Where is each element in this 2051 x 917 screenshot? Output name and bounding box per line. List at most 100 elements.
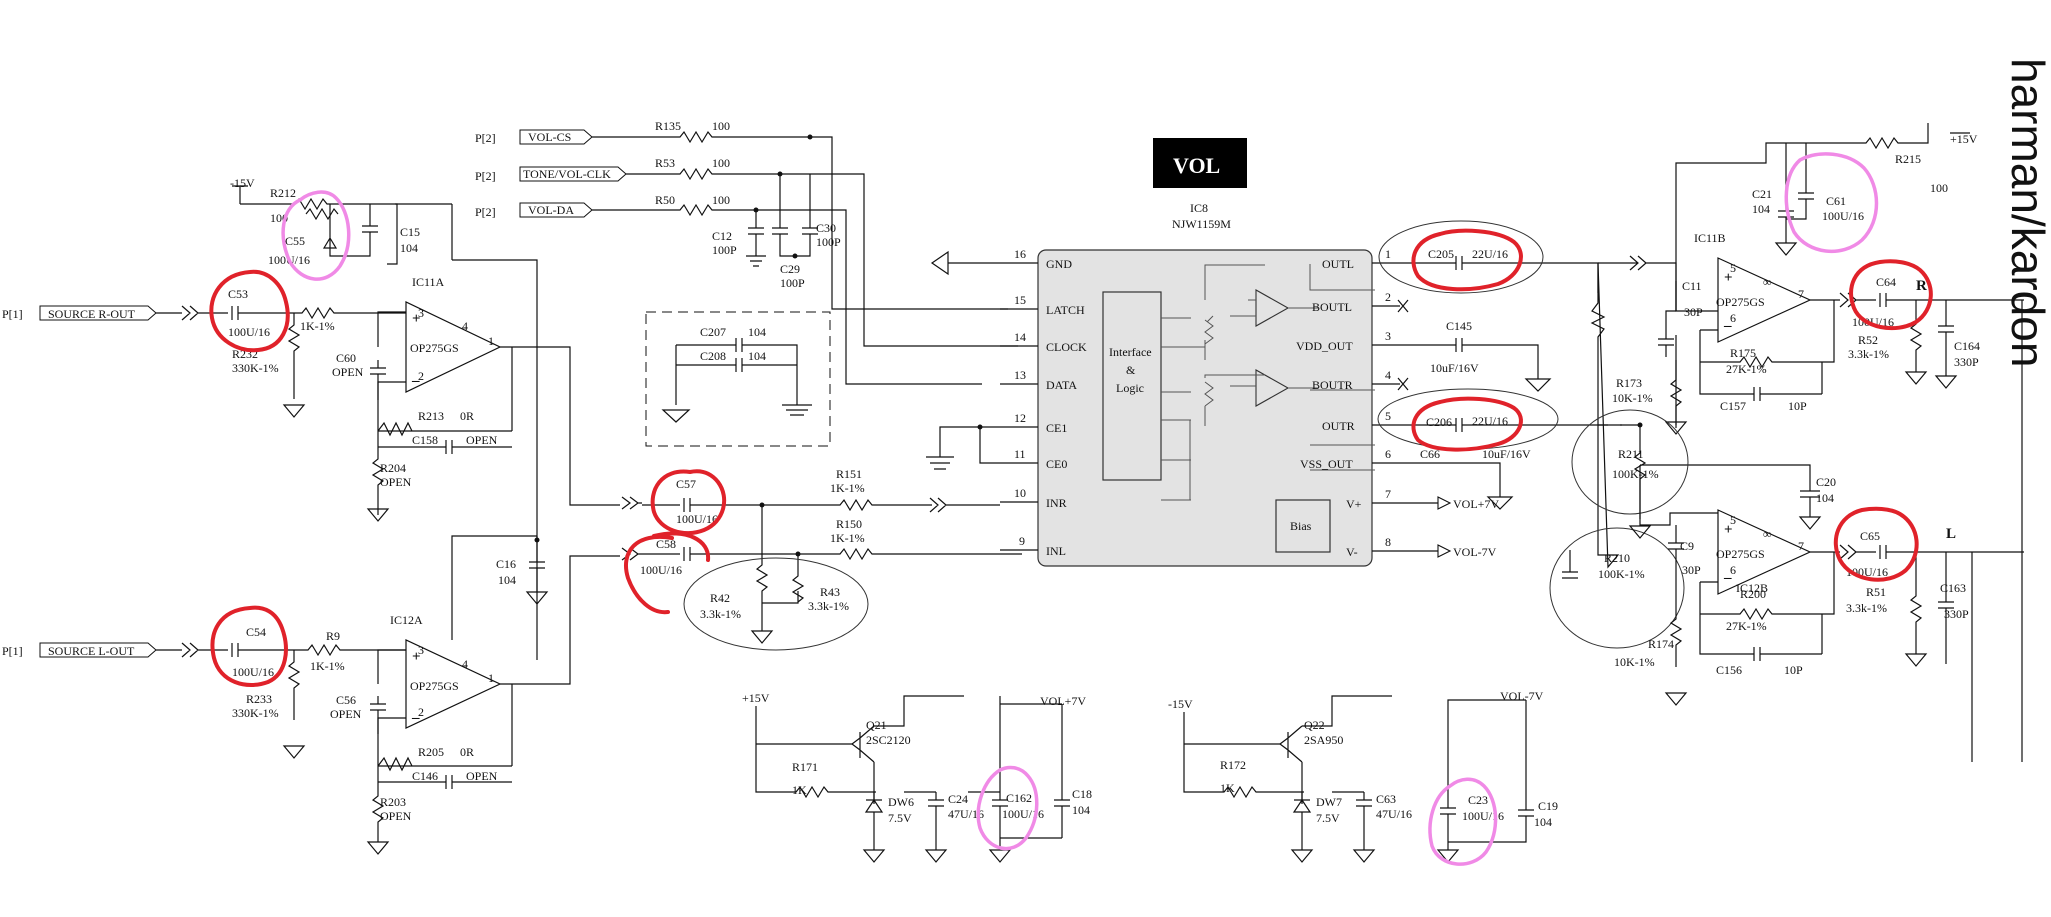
- svg-text:R151: R151: [836, 467, 862, 481]
- opamp-ic12a: [405, 639, 502, 729]
- svg-text:–: –: [411, 710, 420, 726]
- opamp-ic11a: [405, 301, 502, 393]
- svg-text:330P: 330P: [1944, 607, 1969, 621]
- svg-text:OP275GS: OP275GS: [1716, 295, 1765, 309]
- svg-text:C23: C23: [1468, 793, 1488, 807]
- svg-text:VSS_OUT: VSS_OUT: [1300, 457, 1353, 471]
- svg-text:6: 6: [1385, 447, 1391, 461]
- svg-text:C16: C16: [496, 557, 516, 571]
- svg-text:OPEN: OPEN: [380, 809, 412, 823]
- svg-text:8: 8: [1385, 535, 1391, 549]
- svg-text:OPEN: OPEN: [466, 433, 498, 447]
- svg-text:100P: 100P: [712, 243, 737, 257]
- svg-text:C61: C61: [1826, 194, 1846, 208]
- svg-text:OUTL: OUTL: [1322, 257, 1354, 271]
- svg-text:100U/16: 100U/16: [1462, 809, 1504, 823]
- svg-text:1K: 1K: [1220, 781, 1235, 795]
- svg-text:3: 3: [418, 643, 424, 657]
- svg-text:+15V: +15V: [1950, 132, 1978, 146]
- svg-text:R135: R135: [655, 119, 681, 133]
- svg-text:IC12B: IC12B: [1736, 581, 1768, 595]
- svg-text:100P: 100P: [816, 235, 841, 249]
- svg-text:IC11A: IC11A: [412, 275, 445, 289]
- svg-text:104: 104: [1816, 491, 1834, 505]
- svg-text:C57: C57: [676, 477, 696, 491]
- svg-text:OPEN: OPEN: [466, 769, 498, 783]
- svg-text:R: R: [1916, 278, 1927, 294]
- svg-text:BOUTR: BOUTR: [1312, 378, 1353, 392]
- svg-text:100U/16: 100U/16: [640, 563, 682, 577]
- svg-text:OP275GS: OP275GS: [410, 679, 459, 693]
- svg-text:C55: C55: [285, 234, 305, 248]
- svg-text:C157: C157: [1720, 399, 1746, 413]
- svg-text:10K-1%: 10K-1%: [1612, 391, 1653, 405]
- svg-text:LATCH: LATCH: [1046, 303, 1085, 317]
- svg-text:1K-1%: 1K-1%: [830, 531, 865, 545]
- svg-text:R213: R213: [418, 409, 444, 423]
- svg-text:R172: R172: [1220, 758, 1246, 772]
- svg-text:C58: C58: [656, 537, 676, 551]
- svg-text:5: 5: [1730, 513, 1736, 527]
- amp-label: &: [1126, 363, 1136, 377]
- svg-text:3: 3: [1385, 329, 1391, 343]
- svg-text:TONE/VOL-CLK: TONE/VOL-CLK: [523, 167, 611, 181]
- vol-p7-port: VOL+7V: [1453, 497, 1499, 511]
- pink-highlights: [281, 152, 1879, 866]
- svg-text:100K-1%: 100K-1%: [1598, 567, 1645, 581]
- buffer-l-icon: [1255, 289, 1290, 327]
- svg-text:100K-1%: 100K-1%: [1612, 467, 1659, 481]
- svg-text:C54: C54: [246, 625, 266, 639]
- opamp-ic11b: [1717, 257, 1812, 343]
- svg-text:C207: C207: [700, 325, 726, 339]
- svg-text:+15V: +15V: [742, 691, 770, 705]
- svg-text:C164: C164: [1954, 339, 1980, 353]
- svg-text:IC11B: IC11B: [1694, 231, 1726, 245]
- svg-text:6: 6: [1730, 563, 1736, 577]
- p1-l-label: P[1]: [2, 644, 23, 658]
- svg-text:330K-1%: 330K-1%: [232, 706, 279, 720]
- svg-text:GND: GND: [1046, 257, 1072, 271]
- svg-text:R204: R204: [380, 461, 406, 475]
- svg-text:104: 104: [498, 573, 516, 587]
- svg-text:-15V: -15V: [230, 176, 255, 190]
- svg-text:P[2]: P[2]: [475, 169, 496, 183]
- ic8-left-pins: 16 GND 15 LATCH 14 CLOCK 13 DATA 12 CE1 …: [930, 247, 1087, 558]
- opamp-ic12b: [1717, 509, 1812, 595]
- svg-text:R212: R212: [270, 186, 296, 200]
- svg-text:100U/16: 100U/16: [1822, 209, 1864, 223]
- svg-text:DW7: DW7: [1316, 795, 1342, 809]
- svg-text:R174: R174: [1648, 637, 1674, 651]
- r210-outline: [1549, 527, 1685, 649]
- svg-text:C15: C15: [400, 225, 420, 239]
- svg-text:1: 1: [1385, 247, 1391, 261]
- svg-text:10uF/16V: 10uF/16V: [1482, 447, 1531, 461]
- svg-text:10: 10: [1014, 486, 1026, 500]
- svg-text:330P: 330P: [1954, 355, 1979, 369]
- svg-text:7: 7: [1798, 539, 1804, 553]
- svg-text:R205: R205: [418, 745, 444, 759]
- svg-text:R53: R53: [655, 156, 675, 170]
- vol-title: VOL: [1173, 153, 1220, 178]
- bias-label: Bias: [1290, 519, 1312, 533]
- r42-r43-outline: [683, 557, 869, 651]
- svg-text:7: 7: [1385, 487, 1391, 501]
- svg-text:104: 104: [1072, 803, 1090, 817]
- svg-text:–: –: [1723, 570, 1732, 586]
- svg-text:4: 4: [462, 319, 468, 333]
- svg-text:11: 11: [1014, 447, 1026, 461]
- svg-text:2: 2: [418, 705, 424, 719]
- ic8-ref: IC8: [1190, 201, 1208, 215]
- svg-text:C24: C24: [948, 792, 968, 806]
- svg-text:–: –: [1723, 318, 1732, 334]
- svg-text:VOL-DA: VOL-DA: [528, 203, 574, 217]
- svg-text:16: 16: [1014, 247, 1026, 261]
- svg-text:Q21: Q21: [866, 718, 887, 732]
- svg-text:C64: C64: [1876, 275, 1896, 289]
- svg-text:IC12A: IC12A: [390, 613, 423, 627]
- svg-text:VOL+7V: VOL+7V: [1040, 694, 1086, 708]
- svg-text:9: 9: [1019, 534, 1025, 548]
- ic8-part: NJW1159M: [1172, 217, 1231, 231]
- svg-text:–: –: [411, 373, 420, 389]
- svg-text:INL: INL: [1046, 544, 1066, 558]
